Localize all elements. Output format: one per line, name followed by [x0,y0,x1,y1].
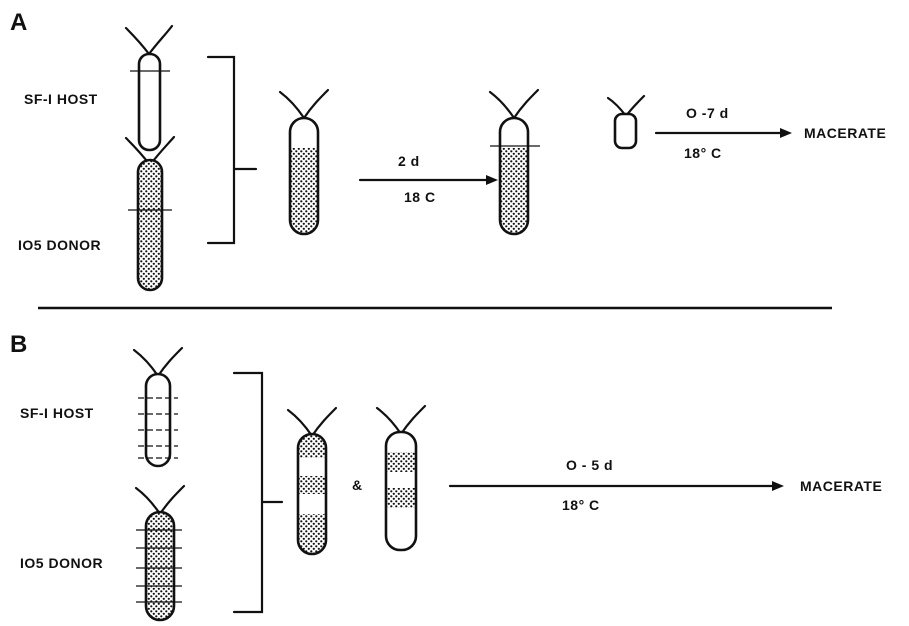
tentacle [280,92,304,118]
hydra-body [146,374,170,466]
panel-b-graft-hydra-1 [288,408,336,554]
graft-bracket [208,57,256,243]
tentacle [136,488,160,514]
panel-a-step2-temp: 18° C [684,145,722,161]
panel-b-result: MACERATE [800,478,882,494]
panel-a-step2-time: O -7 d [686,105,729,121]
tentacle [126,28,149,54]
panel-a-donor-label: IO5 DONOR [18,237,101,253]
tentacle [149,26,172,54]
panel-a-step1-temp: 18 C [404,189,436,205]
panel-b-label: B [10,331,27,358]
tentacle [160,486,184,514]
arrowhead [486,175,498,185]
hydra-body [615,114,636,148]
panel-a-host-hydra [126,26,172,150]
tentacle [401,406,425,434]
hydra-body [146,512,174,620]
panel-a-host-label: SF-I HOST [24,91,98,107]
hydra-body [139,54,160,150]
panel-a-step1-time: 2 d [398,153,420,169]
tentacle [514,90,538,118]
tentacle [134,350,158,376]
tentacle [304,90,328,118]
panel-a-result-hydra [490,90,540,238]
panel-b-step-time: O - 5 d [566,457,613,473]
panel-a-donor-hydra [126,137,174,290]
ampersand: & [352,477,363,493]
panel-a-label: A [10,9,27,36]
tentacle [158,348,182,376]
arrowhead [780,128,792,138]
panel-a-graft-hydra [280,90,328,238]
tentacle [312,408,336,436]
panel-a-head-piece [608,96,644,148]
panel-b-host-hydra [134,348,182,466]
panel-a-result: MACERATE [804,125,886,141]
panel-b-donor-hydra [136,486,184,620]
tentacle [288,410,312,436]
panel-b-graft-hydra-2 [377,406,425,550]
arrowhead [772,481,784,491]
hydra-body [138,160,162,290]
panel-b-host-label: SF-I HOST [20,405,94,421]
graft-bracket [234,373,282,612]
panel-b-donor-label: IO5 DONOR [20,555,103,571]
panel-b-step-temp: 18° C [562,497,600,513]
tentacle [490,92,514,118]
tentacle [377,408,401,434]
